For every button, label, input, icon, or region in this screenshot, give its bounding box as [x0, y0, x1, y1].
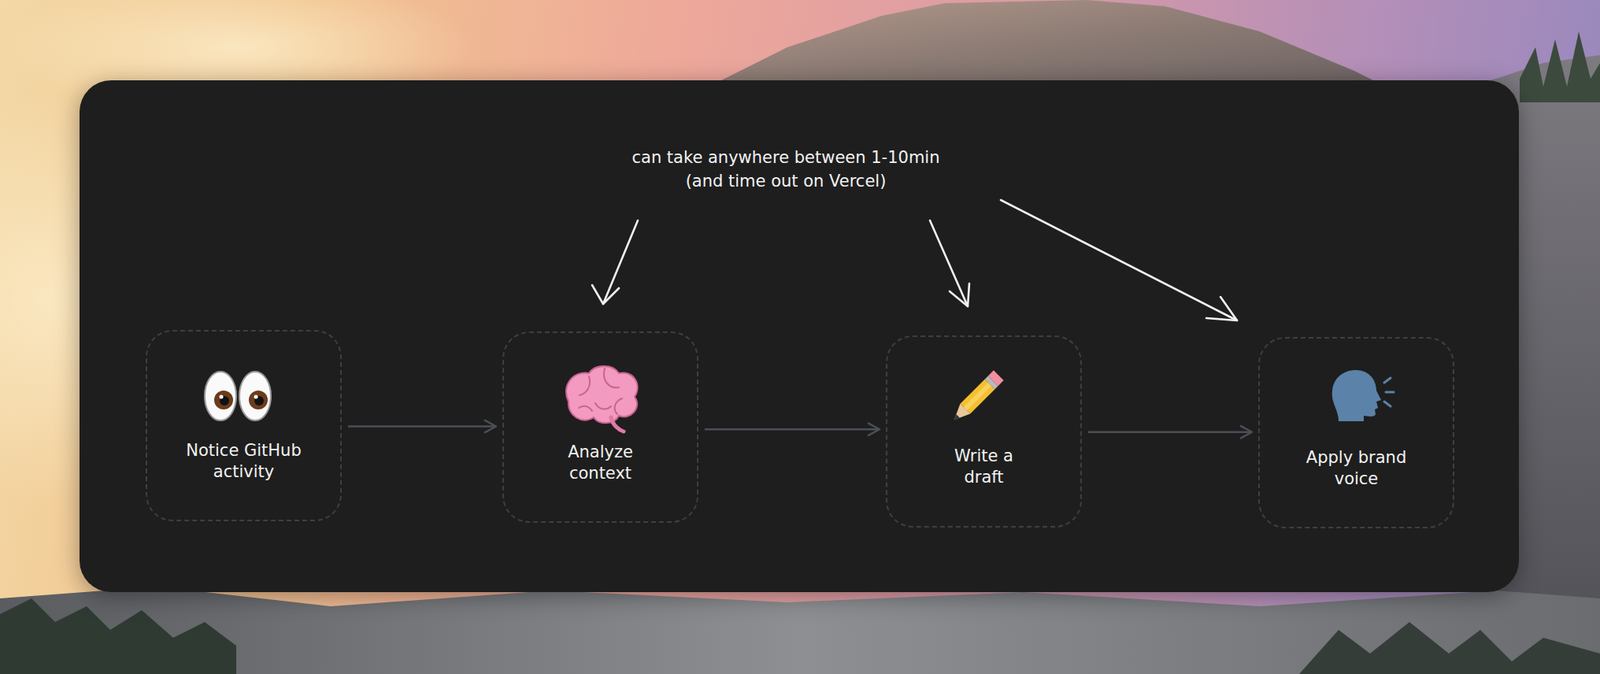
flow-arrow	[704, 423, 880, 436]
leader-arrowhead	[949, 283, 970, 307]
eyes-icon	[204, 371, 271, 421]
node-label: Write a draft	[944, 445, 1024, 489]
node-label: Notice GitHub activity	[169, 440, 319, 484]
leader-arrowhead	[592, 285, 619, 304]
process-box: Apply brand voice	[1258, 337, 1455, 529]
leader-arrow	[603, 220, 638, 304]
leader-arrow	[929, 220, 968, 307]
speaking-head-icon	[1332, 370, 1394, 422]
brain-icon	[566, 366, 638, 432]
node-label: Analyze context	[553, 441, 649, 486]
flow-arrow	[1088, 425, 1252, 438]
process-box: Write a draft	[885, 335, 1082, 528]
leader-arrowhead	[1206, 296, 1238, 321]
node-label: Apply brand voice	[1297, 447, 1416, 491]
flow-arrow	[348, 420, 497, 433]
note-label: can take anywhere between 1-10min (and t…	[631, 145, 941, 194]
process-box: Analyze context	[502, 331, 699, 523]
leader-arrow	[1000, 200, 1238, 321]
pencil-icon	[948, 370, 1004, 425]
process-box: Notice GitHub activity	[145, 329, 342, 522]
